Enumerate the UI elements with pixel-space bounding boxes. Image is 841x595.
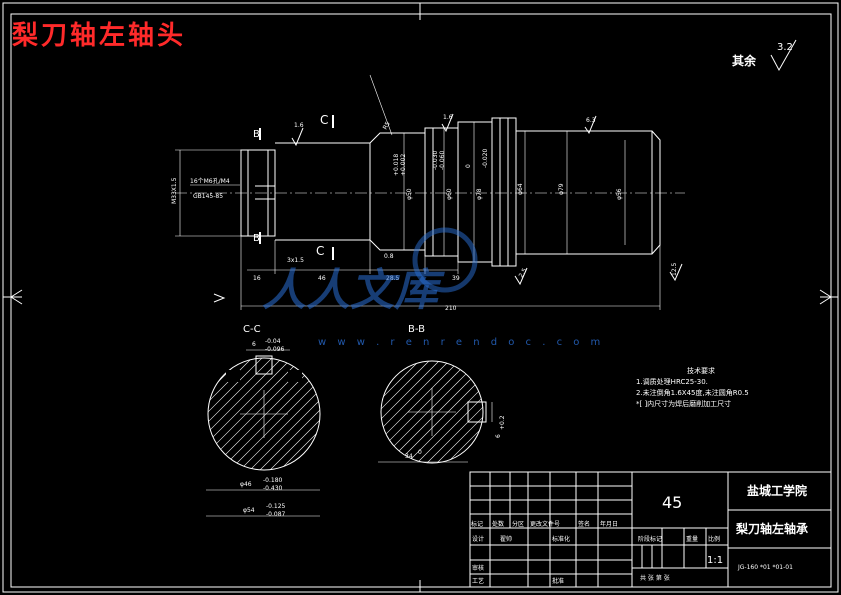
bb-d-tol: 0 — [418, 449, 422, 456]
bb-key: 6 — [495, 434, 502, 438]
watermark: 人人文库 w w w . r e n r e n d o c . c o m — [262, 227, 604, 348]
roughness-marks — [213, 113, 683, 303]
rough-125: 12.5 — [671, 262, 678, 276]
tech-line2: 2.未注倒角1.6X45度,未注圆角R0.5 — [636, 388, 749, 397]
section-cc-label: C-C — [243, 324, 261, 335]
tb-h-review: 审核 — [472, 564, 484, 572]
dim-d60: φ60 — [446, 188, 453, 200]
watermark-logo-icon — [412, 227, 478, 293]
tb-school: 盐城工学院 — [747, 483, 807, 498]
section-bb — [378, 360, 493, 464]
tb-part: 梨刀轴左轴承 — [735, 521, 808, 536]
cut-b-top: B — [253, 129, 260, 140]
dim-d50: φ50 — [406, 188, 413, 200]
watermark-text: 人人文库 — [262, 265, 445, 316]
tb-h-design-name: 翟帅 — [500, 535, 512, 543]
cut-markers — [259, 115, 334, 260]
tb-code: JG-160 *01 *01-01 — [737, 564, 793, 571]
bb-key-tol: +0.2 — [499, 415, 506, 430]
dim-d79: φ79 — [558, 183, 565, 195]
section-cc — [206, 349, 321, 517]
tb-h-stage: 阶段标记 — [638, 535, 662, 543]
cut-c-bottom: C — [316, 244, 324, 258]
cc-key-w: 6 — [252, 341, 256, 348]
tol-4: 0 — [465, 164, 472, 168]
watermark-url: w w w . r e n r e n d o c . c o m — [318, 337, 604, 348]
inner-border — [10, 13, 832, 588]
cc-d1: φ46 — [240, 481, 252, 488]
cc-key-tol2: -0.096 — [265, 346, 285, 353]
center-marks — [3, 3, 838, 592]
tol-1b: +0.002 — [400, 154, 407, 176]
dim-d78: φ78 — [476, 188, 483, 200]
cc-d2-tol2: -0.087 — [266, 511, 286, 518]
tb-h-mark: 标记 — [471, 520, 483, 528]
len-285: 28.5 — [386, 275, 400, 282]
tb-h-count: 处数 — [492, 520, 504, 528]
tech-line1: 1.调质处理HRC25-30. — [636, 377, 708, 386]
surface-note: 其余 — [732, 53, 757, 68]
len-39: 39 — [452, 275, 460, 282]
roughness-symbol — [770, 39, 797, 72]
rough-16b: 1.6 — [443, 114, 453, 121]
tol-3: -0.020 — [482, 148, 489, 168]
dim-thread: M33X1.5 — [171, 177, 178, 204]
cc-d1-tol2: -0.430 — [263, 485, 283, 492]
drawing-title: 梨刀轴左轴头 — [12, 21, 186, 51]
tol-2a: -0.030 — [432, 150, 439, 170]
tb-material: 45 — [662, 493, 682, 512]
len-210: 210 — [445, 305, 457, 312]
tol-1a: +0.018 — [393, 154, 400, 176]
cc-d1-tol: -0.180 — [263, 477, 283, 484]
rough-16a: 1.6 — [294, 122, 304, 129]
dim-r: R5 — [382, 120, 392, 131]
rough-63: 6.3 — [586, 117, 596, 124]
tb-h-date: 年月日 — [600, 520, 618, 528]
tb-h-craft: 工艺 — [472, 577, 484, 585]
tol-2b: -0.060 — [439, 150, 446, 170]
len-46: 46 — [318, 275, 326, 282]
dim-gb: GB145-85 — [193, 193, 223, 200]
dim-thread-note: 16个M6孔/M4 — [190, 177, 230, 185]
cut-c-top: C — [320, 113, 328, 127]
tb-h-approve: 批准 — [552, 577, 564, 585]
surface-value: 3.2 — [777, 42, 793, 53]
tb-h-design: 设计 — [472, 535, 484, 543]
len-16: 16 — [253, 275, 261, 282]
tb-h-sheets: 共 张 第 张 — [640, 574, 670, 582]
title-block-grid — [469, 471, 832, 588]
tech-heading: 技术要求 — [687, 366, 715, 375]
cc-d2: φ54 — [243, 507, 255, 514]
tb-h-ratio: 比例 — [708, 535, 720, 543]
dim-d64: φ64 — [517, 183, 524, 195]
dim-d56: φ56 — [616, 188, 623, 200]
tb-h-zone: 分区 — [512, 520, 524, 528]
cut-b-bottom: B — [253, 233, 260, 244]
cc-d2-tol: -0.125 — [266, 503, 286, 510]
rough-25: 2.5 — [518, 267, 529, 279]
cc-key-tol: -0.04 — [265, 338, 281, 345]
section-bb-label: B-B — [408, 324, 425, 335]
bb-d: 34 — [405, 453, 413, 460]
tb-h-std: 标准化 — [552, 535, 570, 543]
len-3x15: 3x1.5 — [287, 257, 304, 264]
tb-h-doc: 更改文件号 — [530, 520, 560, 528]
tb-h-sign: 签名 — [578, 520, 590, 528]
tech-line3: *[ ]内尺寸为焊后磨削加工尺寸 — [636, 399, 731, 408]
chamfer: 0.8 — [384, 253, 394, 260]
shaft-outline — [240, 117, 661, 267]
tb-h-weight: 重量 — [686, 535, 698, 543]
tb-scale: 1:1 — [707, 555, 723, 566]
